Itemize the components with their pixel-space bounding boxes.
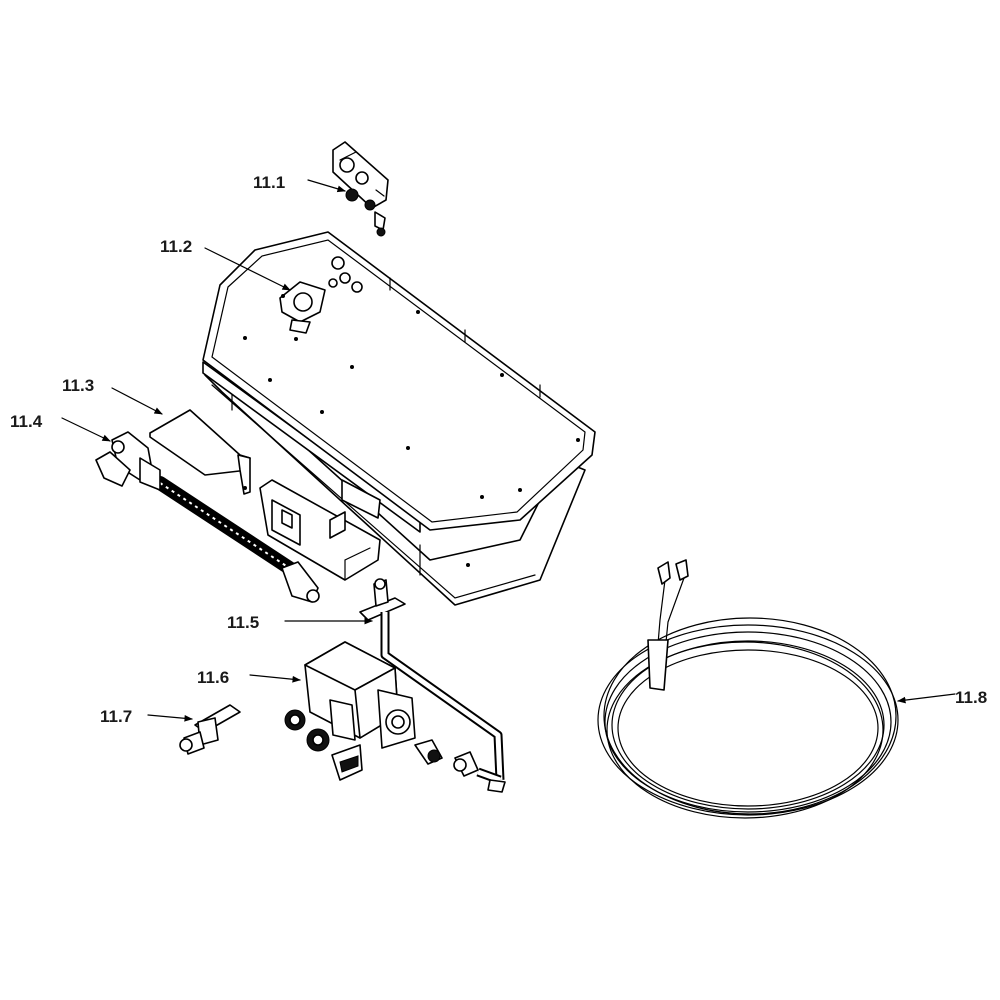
flex-gas-connector	[95, 431, 320, 603]
callout-11-2: 11.2	[160, 237, 192, 256]
leader-11-3	[111, 387, 163, 415]
valve-bracket	[259, 479, 381, 581]
leader-arrows	[61, 179, 956, 722]
callout-11-1: 11.1	[253, 173, 285, 192]
callout-11-3: 11.3	[62, 376, 94, 395]
callout-11-5: 11.5	[227, 613, 259, 632]
leader-11-4	[61, 417, 111, 442]
wire-coil	[597, 559, 899, 819]
callout-11-7: 11.7	[100, 707, 132, 726]
pilot-assembly	[332, 141, 389, 237]
callout-11-6: 11.6	[197, 668, 229, 687]
leader-11-1	[307, 179, 346, 193]
callout-11-8: 11.8	[955, 688, 987, 707]
burner-tray-assembly	[202, 231, 596, 606]
leader-11-6	[249, 674, 301, 683]
thermocouple-fitting	[179, 704, 241, 755]
leader-11-7	[147, 714, 193, 722]
pilot-tube	[359, 578, 506, 793]
burner-port-plate	[279, 281, 326, 334]
gas-control-valve	[284, 641, 443, 781]
leader-11-2	[204, 247, 291, 291]
leader-11-8	[897, 693, 956, 704]
callout-labels: 11.1 11.2 11.3 11.4 11.5 11.6 11.7 11.8	[10, 173, 987, 726]
mounting-holes	[243, 294, 580, 567]
heat-shield	[149, 409, 251, 495]
callout-11-4: 11.4	[10, 412, 43, 431]
